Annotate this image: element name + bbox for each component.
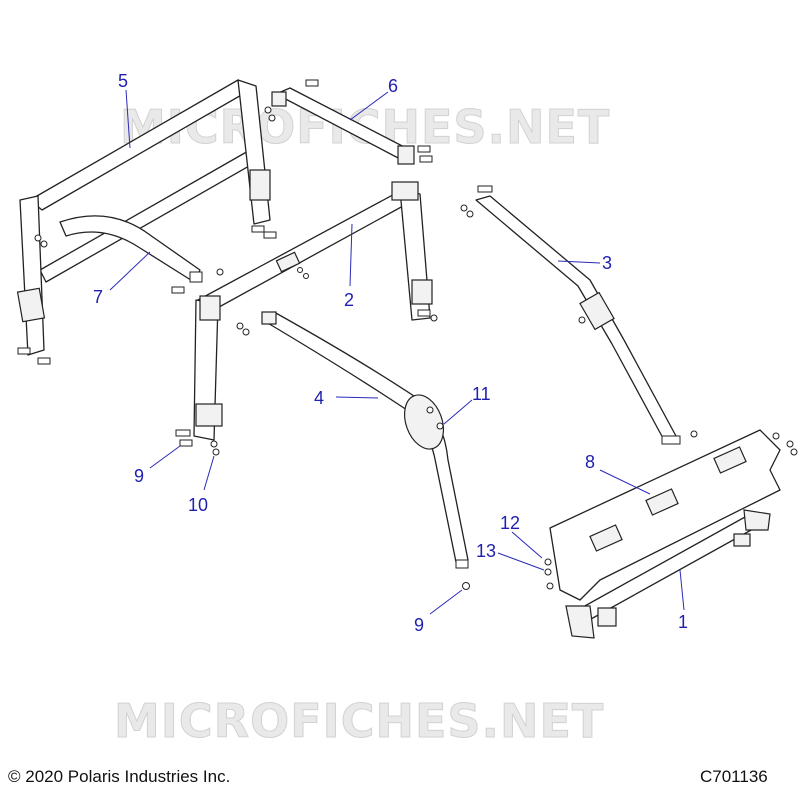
callout-6: 6 (388, 76, 398, 96)
callout-4: 4 (314, 388, 324, 408)
callout-10: 10 (188, 495, 208, 515)
part-8-panel (549, 429, 798, 601)
copyright-text: © 2020 Polaris Industries Inc. (8, 767, 230, 786)
part-1-cross-bar (565, 509, 771, 639)
part-5-rear-frame (16, 79, 277, 365)
callout-11: 11 (472, 384, 491, 404)
callout-8: 8 (585, 452, 595, 472)
part-2-main-frame (193, 181, 438, 441)
callout-5: 5 (118, 71, 128, 91)
watermark-bottom: MICROFICHES.NET (114, 694, 604, 748)
callout-9-bottom: 9 (414, 615, 424, 635)
callout-labels: 5 6 7 2 3 4 11 8 9 10 12 13 9 1 (93, 71, 688, 635)
callout-1: 1 (678, 612, 688, 632)
callout-12: 12 (500, 513, 520, 533)
part-6-upper-tube (264, 79, 433, 165)
callout-2: 2 (344, 290, 354, 310)
part-3-side-tube (460, 185, 698, 445)
callout-9-left: 9 (134, 466, 144, 486)
diagram-code: C701136 (700, 767, 768, 786)
hardware-fasteners (175, 429, 554, 590)
callout-7: 7 (93, 287, 103, 307)
leader-lines (109, 89, 685, 615)
part-7-curved-tube (34, 215, 224, 294)
callout-13: 13 (476, 541, 496, 561)
callout-3: 3 (602, 253, 612, 273)
part-4-front-tube (261, 311, 469, 569)
